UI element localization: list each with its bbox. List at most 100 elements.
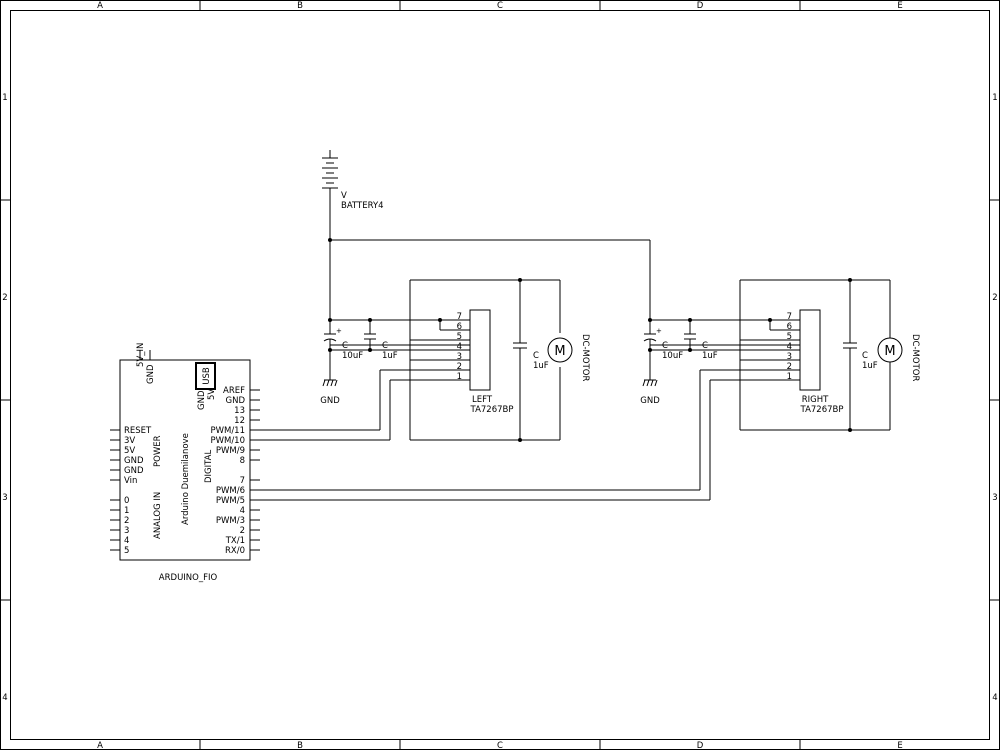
analog-group-label: ANALOG IN <box>153 492 163 539</box>
row-label-left-2: 2 <box>2 293 7 303</box>
right-ic-ref: RIGHT <box>802 395 829 405</box>
pin-5v-in: 5V_IN <box>136 343 146 367</box>
board-model-label: Arduino Duemilanove <box>181 433 191 525</box>
right-motor-cap-val: 1uF <box>862 361 878 371</box>
row-label-right-1: 1 <box>992 93 997 103</box>
right-motor-cap-ref: C <box>862 351 868 361</box>
col-label-bottom-a: A <box>97 741 103 750</box>
left-cap1-val: 10uF <box>342 351 363 361</box>
left-motor-cap-val: 1uF <box>533 361 549 371</box>
ic-pin-number: 1 <box>457 372 462 382</box>
col-label-bottom-e: E <box>897 741 902 750</box>
ic-pin-number: 4 <box>787 342 792 352</box>
col-label-top-c: C <box>497 1 503 11</box>
left-motor-symbol: M <box>554 344 565 359</box>
row-label-left-3: 3 <box>2 493 7 503</box>
arduino-right-pin-list: AREFGND1312PWM/11PWM/10PWM/987PWM/6PWM/5… <box>210 386 260 556</box>
row-label-left-1: 1 <box>2 93 7 103</box>
right-cap1-val: 10uF <box>662 351 683 361</box>
arduino-right-pin-label: 8 <box>240 456 245 466</box>
row-label-right-3: 3 <box>992 493 997 503</box>
arduino-left-pin-label: 5 <box>124 546 129 556</box>
arduino-name-label: ARDUINO_FIO <box>159 573 218 583</box>
right-cap2-val: 1uF <box>702 351 718 361</box>
ic-pin-number: 2 <box>457 362 462 372</box>
battery-name: BATTERY4 <box>341 201 384 211</box>
signal-wires <box>260 359 770 501</box>
ic-pin-number: 5 <box>787 332 792 342</box>
supply-junction <box>328 238 332 242</box>
row-label-right-2: 2 <box>992 293 997 303</box>
power-group-label: POWER <box>153 435 163 467</box>
ic-pin-number: 5 <box>457 332 462 342</box>
arduino-right-pin-label: 2 <box>240 526 245 536</box>
arduino-right-pin-label: PWM/11 <box>210 426 245 436</box>
pin-usb-5v: 5V <box>207 389 217 400</box>
arduino-board: USB 5V_IN GND GND 5V Arduino Duemilanove… <box>110 343 260 583</box>
arduino-left-pin-label: 5V <box>124 446 135 456</box>
arduino-left-pin-label: Vin <box>124 476 137 486</box>
supply-bus <box>328 195 651 330</box>
right-cap2-ref: C <box>702 341 708 351</box>
left-ic-name: TA7267BP <box>470 405 514 415</box>
arduino-right-pin-label: PWM/10 <box>210 436 245 446</box>
arduino-right-pin-label: PWM/6 <box>216 486 245 496</box>
pin-usb-gnd: GND <box>197 390 207 410</box>
ic-pin-number: 1 <box>787 372 792 382</box>
right-gnd-label: GND <box>640 396 660 406</box>
arduino-left-pin-label: GND <box>124 466 144 476</box>
arduino-left-pin-label: GND <box>124 456 144 466</box>
arduino-right-pin-label: PWM/3 <box>216 516 245 526</box>
arduino-right-pin-label: PWM/9 <box>216 446 245 456</box>
left-motor-icon <box>547 337 573 363</box>
ic-pin-number: 4 <box>457 342 462 352</box>
ic-pin-number: 7 <box>457 312 462 322</box>
left-cap1-ref: C <box>342 341 348 351</box>
arduino-left-pin-label: 3V <box>124 436 135 446</box>
right-motor-icon <box>877 337 903 363</box>
digital-group-label: DIGITAL <box>204 450 214 483</box>
usb-label: USB <box>202 367 212 385</box>
ic-pin-number: 3 <box>787 352 792 362</box>
pin-top-gnd: GND <box>146 364 156 384</box>
col-label-top-b: B <box>297 1 303 11</box>
ic-pin-number: 6 <box>787 322 792 332</box>
arduino-right-pin-label: AREF <box>223 386 245 396</box>
right-ic-name: TA7267BP <box>800 405 844 415</box>
left-cap2-ref: C <box>382 341 388 351</box>
arduino-right-pin-label: 7 <box>240 476 245 486</box>
ic-pin-number: 3 <box>457 352 462 362</box>
arduino-right-pin-label: PWM/5 <box>216 496 245 506</box>
ic-pin-number: 7 <box>787 312 792 322</box>
ic-pin-number: 6 <box>457 322 462 332</box>
col-label-bottom-d: D <box>697 741 704 750</box>
left-motor-label: DC-MOTOR <box>580 334 590 381</box>
row-label-right-4: 4 <box>992 693 997 703</box>
arduino-left-pin-label: 2 <box>124 516 129 526</box>
arduino-left-pin-label: 1 <box>124 506 129 516</box>
left-ic-ref: LEFT <box>472 395 493 405</box>
row-label-left-4: 4 <box>2 693 7 703</box>
col-label-top-a: A <box>97 1 103 11</box>
ic-pin-number: 2 <box>787 362 792 372</box>
left-motor-cap-ref: C <box>533 351 539 361</box>
arduino-right-pin-label: 12 <box>234 416 245 426</box>
col-label-top-d: D <box>697 1 704 11</box>
col-label-bottom-c: C <box>497 741 503 750</box>
arduino-left-pin-label: RESET <box>124 426 152 436</box>
right-motor-symbol: M <box>884 344 895 359</box>
col-label-top-e: E <box>897 1 902 11</box>
arduino-right-pin-label: RX/0 <box>225 546 245 556</box>
battery-ref: V <box>341 191 347 201</box>
right-cap1-ref: C <box>662 341 668 351</box>
left-gnd-label: GND <box>320 396 340 406</box>
svg-text:+: + <box>656 327 662 335</box>
arduino-right-pin-label: GND <box>226 396 246 406</box>
arduino-left-pin-label: 0 <box>124 496 129 506</box>
